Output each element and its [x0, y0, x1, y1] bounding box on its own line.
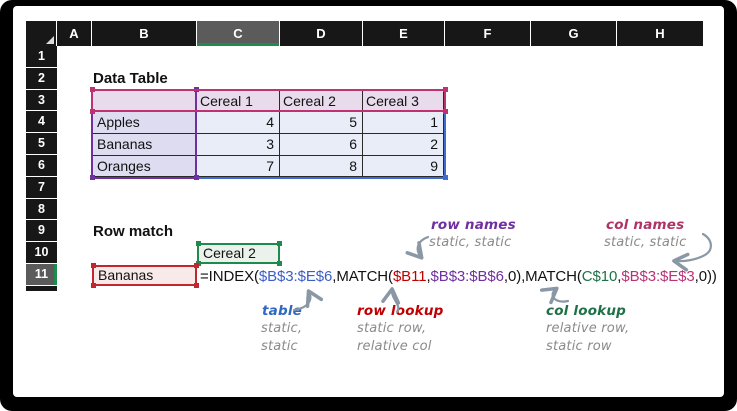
- cell-c5-value[interactable]: 3: [197, 133, 279, 155]
- row-header-5[interactable]: 5: [26, 133, 57, 155]
- row-header-7[interactable]: 7: [26, 176, 57, 199]
- select-all-corner[interactable]: [26, 21, 57, 46]
- row-header-10[interactable]: 10: [26, 242, 57, 264]
- row-header-4[interactable]: 4: [26, 111, 57, 134]
- cell-c4-value[interactable]: 4: [197, 112, 279, 133]
- formula-part-rownames-ref: $B$3:$B$6: [430, 267, 504, 285]
- row-header-11-selected[interactable]: 11: [26, 263, 57, 286]
- annotation-col-lookup: col lookup: [546, 303, 627, 319]
- cell-b5-label[interactable]: Bananas: [93, 133, 196, 155]
- column-header-g[interactable]: G: [531, 21, 617, 46]
- row-lookup-cell-b11[interactable]: Bananas: [90, 263, 199, 288]
- cell-b6-label[interactable]: Oranges: [93, 155, 196, 177]
- formula-part: ,: [617, 267, 622, 285]
- formula-part-table-ref: $B$3:$E$6: [258, 267, 333, 285]
- formula-part-col-lookup-ref: C$10: [581, 267, 618, 285]
- annotation-row-names: row names: [431, 217, 516, 233]
- formula-cell-c11[interactable]: =INDEX($B$3:$E$6,MATCH($B11,$B$3:$B$6,0)…: [200, 267, 717, 286]
- cell-e3-header[interactable]: Cereal 3: [363, 90, 443, 112]
- cell-d5-value[interactable]: 6: [280, 133, 362, 155]
- annotation-table: table: [262, 303, 303, 319]
- cell-d6-value[interactable]: 8: [280, 155, 362, 177]
- annotation-row-lookup-sub1: static row,: [357, 321, 427, 336]
- formula-part-colnames-ref: $B$3:$E$3: [621, 267, 695, 285]
- row-header-1[interactable]: 1: [26, 46, 57, 68]
- col-lookup-cell-text: Cereal 2: [203, 244, 256, 261]
- selection-handle[interactable]: [193, 263, 199, 268]
- annotation-col-names: col names: [606, 217, 685, 233]
- selection-handle[interactable]: [276, 260, 282, 266]
- annotation-row-lookup-sub2: relative col: [357, 339, 432, 354]
- column-header-d[interactable]: D: [280, 21, 363, 46]
- column-header-a[interactable]: A: [57, 21, 92, 46]
- selection-handle[interactable]: [195, 241, 201, 246]
- cell-b3-empty[interactable]: [93, 90, 196, 112]
- selection-handle[interactable]: [276, 241, 282, 246]
- annotation-row-names-sub: static, static: [429, 235, 512, 250]
- formula-part-row-lookup-ref: $B11: [392, 267, 427, 285]
- annotation-row-lookup: row lookup: [357, 303, 444, 319]
- formula-part: ,: [426, 267, 431, 285]
- row-header-3[interactable]: 3: [26, 89, 57, 112]
- row-header-stub: [26, 285, 57, 291]
- select-all-triangle-icon: [46, 36, 54, 44]
- formula-part: ,0),MATCH(: [503, 267, 582, 285]
- annotation-col-names-sub: static, static: [604, 235, 687, 250]
- formula-part: =INDEX(: [200, 267, 259, 285]
- column-header-bar: A B C D E F G H: [26, 21, 703, 46]
- row-match-title-cell[interactable]: Row match: [93, 223, 174, 240]
- formula-part: ,0)): [694, 267, 717, 285]
- cell-c3-header[interactable]: Cereal 1: [197, 90, 279, 112]
- selection-handle[interactable]: [193, 282, 199, 288]
- row-header-2[interactable]: 2: [26, 67, 57, 90]
- cell-d3-header[interactable]: Cereal 2: [280, 90, 362, 112]
- selection-handle[interactable]: [90, 282, 96, 288]
- annotation-col-lookup-sub1: relative row,: [546, 321, 630, 336]
- col-lookup-cell-c10[interactable]: Cereal 2: [195, 241, 282, 266]
- cell-d4-value[interactable]: 5: [280, 112, 362, 133]
- data-table-title-cell[interactable]: Data Table: [93, 70, 168, 87]
- cell-e6-value[interactable]: 9: [363, 155, 443, 177]
- cell-b4-label[interactable]: Apples: [93, 112, 196, 133]
- column-header-f[interactable]: F: [445, 21, 531, 46]
- data-table: Cereal 1 Cereal 2 Cereal 3 Apples 4 5 1 …: [92, 89, 444, 178]
- column-header-e[interactable]: E: [363, 21, 445, 46]
- column-header-h[interactable]: H: [617, 21, 703, 46]
- row-header-bar: 1 2 3 4 5 6 7 8 9 10 11: [26, 46, 57, 291]
- selection-handle[interactable]: [90, 263, 96, 268]
- cell-c6-value[interactable]: 7: [197, 155, 279, 177]
- row-header-9[interactable]: 9: [26, 220, 57, 243]
- annotation-table-sub1: static,: [261, 321, 303, 336]
- cell-e4-value[interactable]: 1: [363, 112, 443, 133]
- annotation-col-lookup-sub2: static row: [546, 339, 612, 354]
- formula-part: ,MATCH(: [332, 267, 393, 285]
- row-header-8[interactable]: 8: [26, 198, 57, 221]
- cell-e5-value[interactable]: 2: [363, 133, 443, 155]
- row-lookup-cell-text: Bananas: [98, 266, 154, 283]
- spreadsheet-canvas: [13, 6, 724, 397]
- column-header-b[interactable]: B: [92, 21, 197, 46]
- row-header-6[interactable]: 6: [26, 154, 57, 177]
- annotation-table-sub2: static: [261, 339, 298, 354]
- column-header-c-selected[interactable]: C: [197, 21, 280, 46]
